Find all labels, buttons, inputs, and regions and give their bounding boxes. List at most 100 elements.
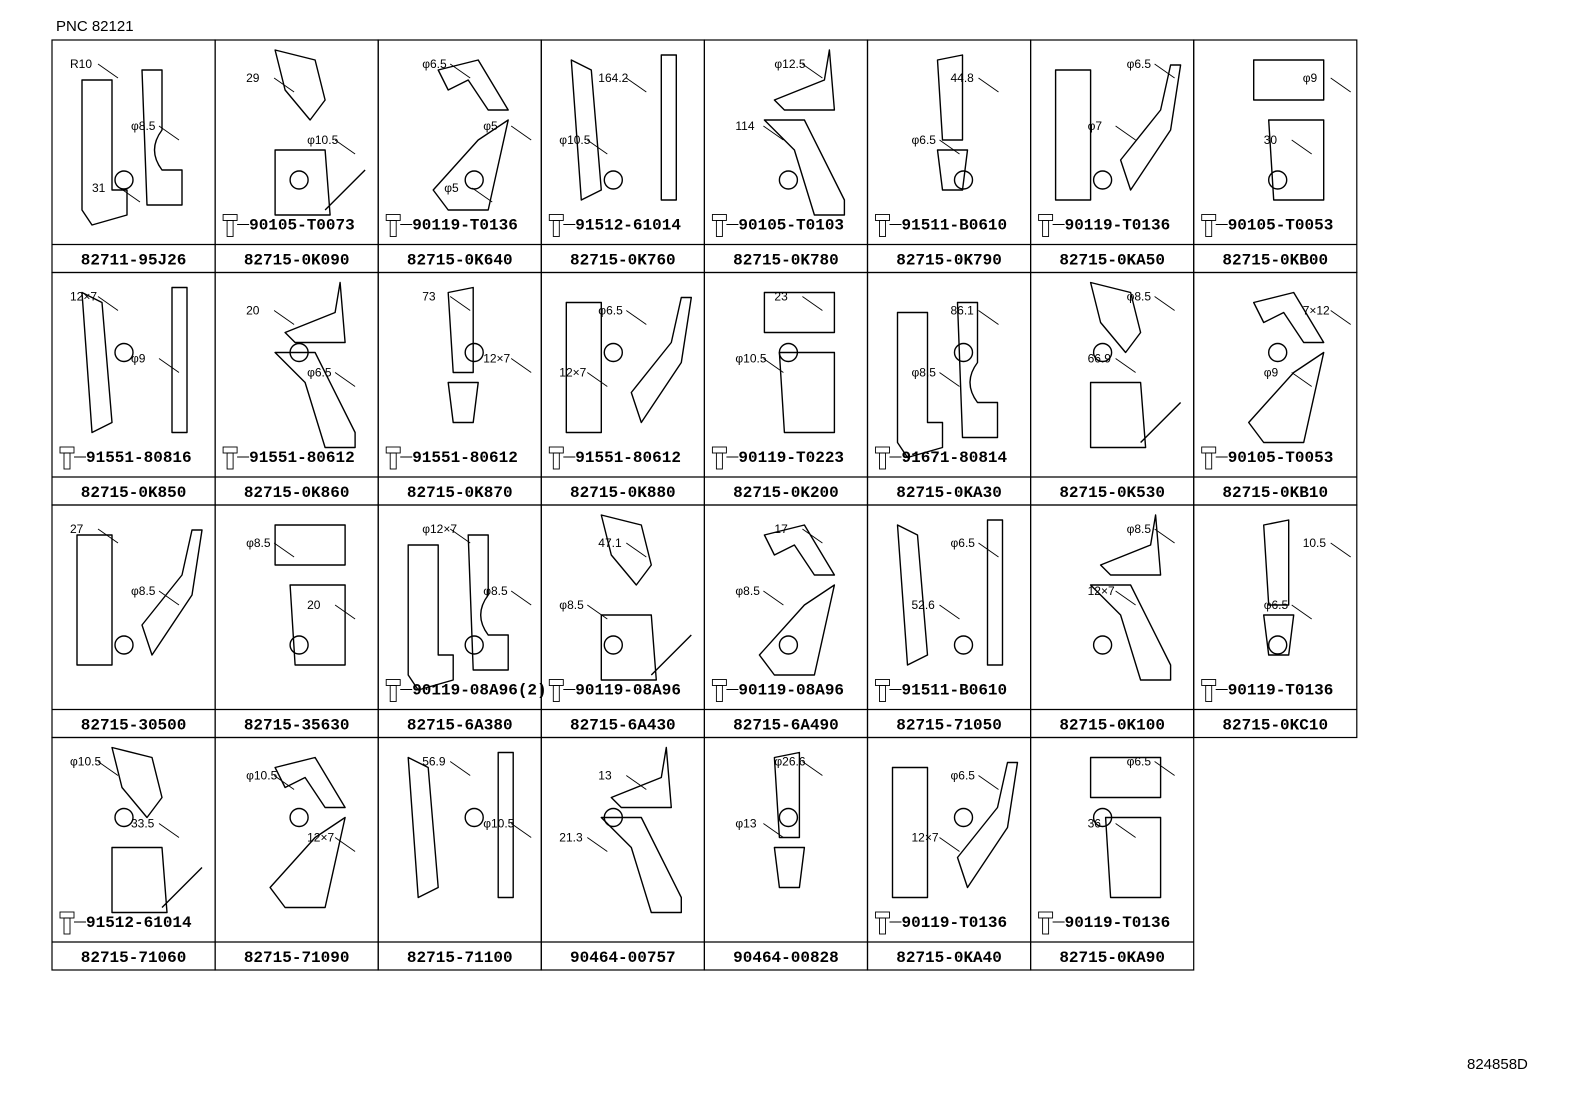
- part-cell: φ8.5 20 82715-35630: [214, 504, 379, 739]
- dimension-label: φ10.5: [246, 769, 277, 783]
- dimension-label: φ9: [1264, 366, 1279, 380]
- dimension-label: 21.3: [559, 831, 583, 845]
- part-number: 82715-6A490: [733, 717, 839, 735]
- cell-border: [1029, 271, 1195, 506]
- mounting-hole: [603, 635, 623, 655]
- bracket-illustration: [758, 524, 836, 676]
- leader-line: [1115, 823, 1136, 838]
- part-number: 82715-35630: [244, 717, 350, 735]
- bracket-illustration: [1089, 756, 1162, 899]
- leader-line: [978, 775, 999, 790]
- leader-line: [978, 310, 999, 325]
- bolt-icon: [1038, 911, 1054, 919]
- part-number: 82715-71090: [244, 949, 350, 967]
- dimension-label: φ10.5: [307, 133, 338, 147]
- dimension-label: φ8.5: [246, 536, 271, 550]
- leader-line: [334, 604, 356, 620]
- bolt-part-number: 91512-61014: [575, 217, 681, 235]
- leader-line: [1291, 372, 1312, 387]
- part-number: 82715-0K100: [1059, 717, 1165, 735]
- bracket-illustration: [274, 281, 356, 449]
- part-number: 82715-30500: [81, 717, 187, 735]
- bolt-icon: [222, 446, 238, 454]
- leader-line: [1115, 590, 1136, 606]
- part-number: 82715-71060: [81, 949, 187, 967]
- bolt-part-number: 90119-08A96: [575, 682, 681, 700]
- part-number: 82715-0KA90: [1059, 949, 1165, 967]
- dimension-label: φ7: [1088, 119, 1103, 133]
- part-number: 82715-0K640: [407, 252, 513, 270]
- part-number: 82715-0KA40: [896, 949, 1002, 967]
- bolt-part-number: 91511-B0610: [902, 217, 1008, 235]
- bracket-illustration: [763, 291, 836, 434]
- dimension-label: 114: [735, 119, 754, 133]
- dimension-label: φ6.5: [422, 57, 447, 71]
- dimension-label: 20: [307, 598, 321, 612]
- leader-line: [119, 187, 141, 203]
- bracket-illustration: [896, 519, 1004, 666]
- bracket-illustration: [891, 761, 1019, 899]
- leader-line: [334, 837, 356, 852]
- bolt-icon: [222, 214, 238, 221]
- leader-line: [97, 296, 119, 311]
- bolt-icon: [711, 214, 727, 221]
- mounting-hole: [1092, 807, 1113, 828]
- figure-reference: 824858D: [1467, 1056, 1528, 1073]
- dimension-label: 86.1: [951, 304, 975, 318]
- cell-border: [703, 504, 869, 739]
- leader-line: [510, 823, 532, 838]
- leader-line: [587, 837, 608, 852]
- dimension-label: 12×7: [483, 352, 510, 366]
- bracket-illustration: [447, 286, 479, 424]
- part-number: 82715-0KC10: [1222, 717, 1328, 735]
- dimension-label: φ8.5: [735, 584, 760, 598]
- bolt-icon: [875, 911, 890, 919]
- dimension-label: φ10.5: [559, 133, 590, 147]
- bolt-icon: [1042, 220, 1050, 237]
- mounting-hole: [114, 635, 134, 655]
- bolt-part-number: 91551-80612: [412, 449, 518, 467]
- leader-line: [1291, 604, 1312, 620]
- cell-border: [51, 271, 216, 506]
- cell-border: [703, 39, 869, 274]
- leader-line: [1154, 528, 1175, 544]
- leader-line: [273, 77, 295, 93]
- mounting-hole: [464, 807, 484, 828]
- bolt-icon: [1201, 679, 1217, 686]
- dimension-label: φ9: [131, 352, 146, 366]
- pnc-label: PNC 82121: [56, 18, 134, 35]
- bracket-illustration: [407, 534, 509, 691]
- mounting-hole: [778, 635, 799, 655]
- dimension-label: 27: [70, 522, 84, 536]
- bracket-illustration: [600, 746, 682, 914]
- leader-line: [449, 296, 471, 311]
- dimension-label: φ26.6: [774, 755, 805, 769]
- mounting-hole: [114, 170, 134, 190]
- dimension-label: φ8.5: [1127, 522, 1152, 536]
- dimension-label: 12×7: [70, 290, 97, 304]
- cell-border: [1193, 39, 1358, 274]
- bracket-illustration: [407, 751, 514, 899]
- leader-line: [587, 372, 608, 387]
- dimension-label: φ6.5: [951, 536, 976, 550]
- dimension-label: 73: [422, 290, 436, 304]
- bolt-icon: [59, 911, 75, 919]
- cell-border: [51, 39, 216, 274]
- bolt-icon: [1042, 917, 1050, 935]
- mounting-hole: [603, 342, 623, 363]
- leader-line: [273, 775, 295, 790]
- bolt-icon: [715, 452, 723, 470]
